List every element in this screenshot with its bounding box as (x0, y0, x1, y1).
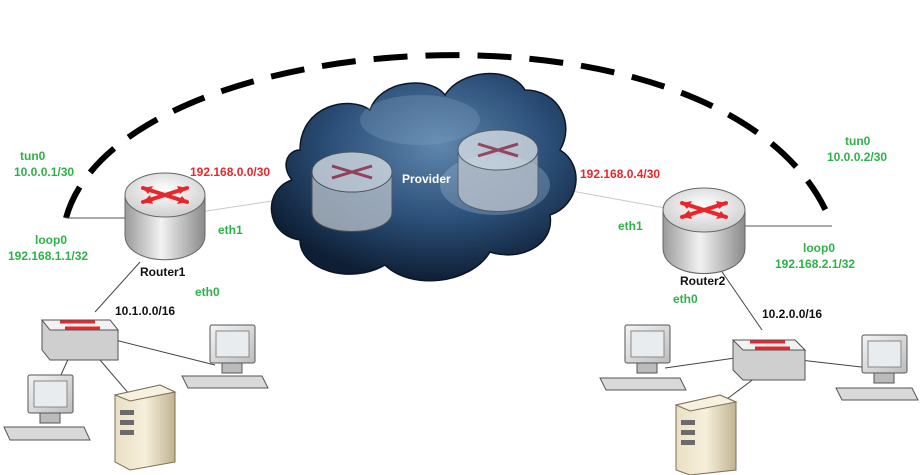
provider-router-left-icon (311, 151, 393, 232)
pc-lan1-left-icon (3, 374, 91, 441)
router2-icon (662, 187, 746, 274)
router2-eth0: eth0 (673, 292, 698, 306)
router2-loop-name: loop0 (803, 241, 835, 255)
router1-tun-name: tun0 (20, 149, 46, 163)
pc-lan2-left-icon (599, 324, 687, 391)
link-switch1-server (99, 359, 131, 396)
router1-lan-subnet: 10.1.0.0/16 (115, 304, 175, 318)
router1-wan-subnet: 192.168.0.0/30 (190, 165, 270, 179)
router1-tun-addr: 10.0.0.1/30 (14, 165, 74, 179)
router2-name: Router2 (680, 274, 726, 288)
router1-name: Router1 (140, 265, 186, 279)
router2-eth1: eth1 (618, 219, 643, 233)
tunnel-arc (63, 52, 835, 227)
link-router1-switch1 (94, 261, 141, 313)
router2-tun-addr: 10.0.0.2/30 (827, 150, 887, 164)
pc-lan1-right-icon (181, 324, 269, 389)
pc-lan2-right-icon (835, 334, 919, 401)
router2-loop-addr: 192.168.2.1/32 (775, 257, 855, 271)
router1-loop-addr: 192.168.1.1/32 (8, 249, 88, 263)
switch1-icon (40, 319, 120, 361)
router2-tun-name: tun0 (845, 134, 871, 148)
router1-icon (124, 172, 206, 261)
server-lan2-icon (674, 394, 738, 475)
server-lan1-icon (113, 384, 177, 471)
router1-eth1: eth1 (218, 223, 243, 237)
router1-loop-name: loop0 (35, 233, 67, 247)
link-switch1-pc-right (114, 339, 216, 366)
provider-router-right-icon (457, 129, 539, 212)
switch2-icon (731, 339, 807, 381)
link-switch2-pc-left (664, 357, 736, 369)
link-switch2-pc-right (799, 359, 871, 369)
provider-label: Provider (402, 172, 451, 186)
router2-lan-subnet: 10.2.0.0/16 (762, 307, 822, 321)
link-router2-switch2 (717, 265, 763, 331)
router1-eth0: eth0 (195, 285, 220, 299)
router2-wan-subnet: 192.168.0.4/30 (580, 167, 660, 181)
